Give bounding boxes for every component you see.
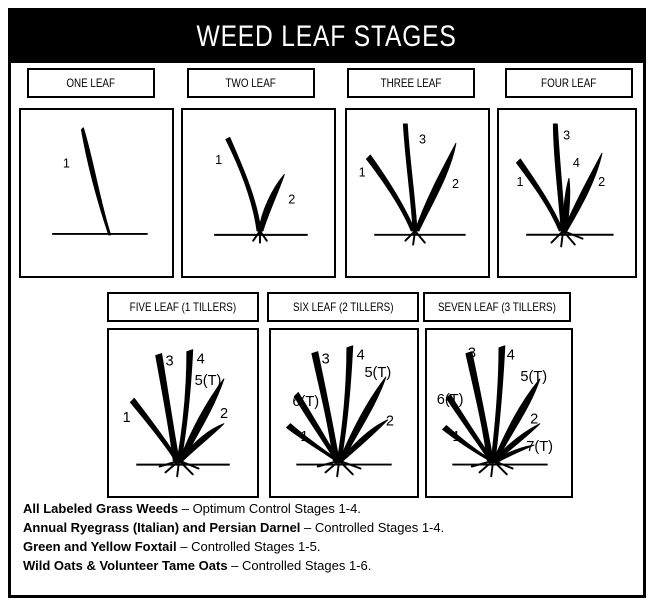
stage-label-five-leaf: FIVE LEAF (1 TILLERS) [107,292,259,322]
leaf-number-1: 1 [516,175,523,189]
leaf-number-3: 3 [419,132,426,146]
leaf-number-5t: 5(T) [364,365,391,381]
title-banner: WEED LEAF STAGES [11,11,643,63]
leaf-number-2: 2 [386,414,394,430]
leaf-number-4: 4 [573,156,580,170]
stage-label-two-leaf: TWO LEAF [187,68,315,98]
note-foxtail: Green and Yellow Foxtail – Controlled St… [23,537,633,556]
leaf-number-2: 2 [220,406,228,422]
leaf-number-4: 4 [357,347,365,363]
one-leaf-plant-illustration: 1 [21,110,172,276]
leaf-number-3: 3 [468,346,476,362]
leaf-number-1: 1 [300,429,308,445]
stage-panel-four-leaf: 1 2 3 4 [497,108,637,278]
leaf-1 [226,137,261,231]
five-leaf-plant-illustration: 1 2 3 4 5(T) [109,330,257,496]
roots [318,461,361,477]
note-wild-oats: Wild Oats & Volunteer Tame Oats – Contro… [23,556,633,575]
note-all-labeled-grass-weeds: All Labeled Grass Weeds – Optimum Contro… [23,499,633,518]
leaf-number-2: 2 [598,175,605,189]
stage-panel-two-leaf: 1 2 [181,108,336,278]
leaf-number-4: 4 [197,351,205,367]
leaf-number-1: 1 [123,410,131,426]
control-notes: All Labeled Grass Weeds – Optimum Contro… [23,499,633,575]
stage-panel-one-leaf: 1 [19,108,174,278]
stage-label-four-leaf: FOUR LEAF [505,68,633,98]
stage-panel-six-leaf: 1 2 3 4 5(T) 6(T) [269,328,419,498]
leaf-number-5t: 5(T) [195,373,222,389]
leaf-number-6t: 6(T) [292,394,319,410]
leaf-number-6t: 6(T) [437,392,464,408]
leaf-number-1: 1 [215,153,222,167]
roots [253,231,267,243]
leaf-number-3: 3 [322,351,330,367]
roots [160,461,199,477]
leaf-2 [415,143,456,231]
leaf-number-7t: 7(T) [526,439,553,455]
weed-leaf-stages-chart: WEED LEAF STAGES ONE LEAF TWO LEAF THREE… [8,8,646,598]
six-leaf-plant-illustration: 1 2 3 4 5(T) 6(T) [271,330,417,496]
leaf-number-2: 2 [288,193,295,207]
leaf-number-2: 2 [452,177,459,191]
stage-label-three-leaf: THREE LEAF [347,68,475,98]
leaf-number-4: 4 [507,347,515,363]
page-title: WEED LEAF STAGES [197,20,457,54]
leaf-number-3: 3 [563,129,570,143]
stage-panel-three-leaf: 1 2 3 [345,108,490,278]
leaf-1 [81,128,110,235]
leaf-number-1: 1 [63,157,70,171]
roots [472,461,513,477]
stage-panel-seven-leaf: 1 2 3 4 5(T) 6(T) 7(T) [425,328,573,498]
stage-label-seven-leaf: SEVEN LEAF (3 TILLERS) [423,292,571,322]
roots [405,231,424,245]
four-leaf-plant-illustration: 1 2 3 4 [499,110,635,276]
leaf-number-1: 1 [452,429,460,445]
three-leaf-plant-illustration: 1 2 3 [347,110,488,276]
leaf-2 [259,174,284,231]
leaf-number-1: 1 [359,165,366,179]
note-annual-ryegrass: Annual Ryegrass (Italian) and Persian Da… [23,518,633,537]
two-leaf-plant-illustration: 1 2 [183,110,334,276]
seven-leaf-plant-illustration: 1 2 3 4 5(T) 6(T) 7(T) [427,330,571,496]
stage-label-six-leaf: SIX LEAF (2 TILLERS) [267,292,419,322]
leaf-number-5t: 5(T) [520,369,547,385]
stage-panel-five-leaf: 1 2 3 4 5(T) [107,328,259,498]
roots [551,231,582,247]
leaf-number-2: 2 [530,412,538,428]
stage-label-one-leaf: ONE LEAF [27,68,155,98]
leaf-number-3: 3 [165,353,173,369]
